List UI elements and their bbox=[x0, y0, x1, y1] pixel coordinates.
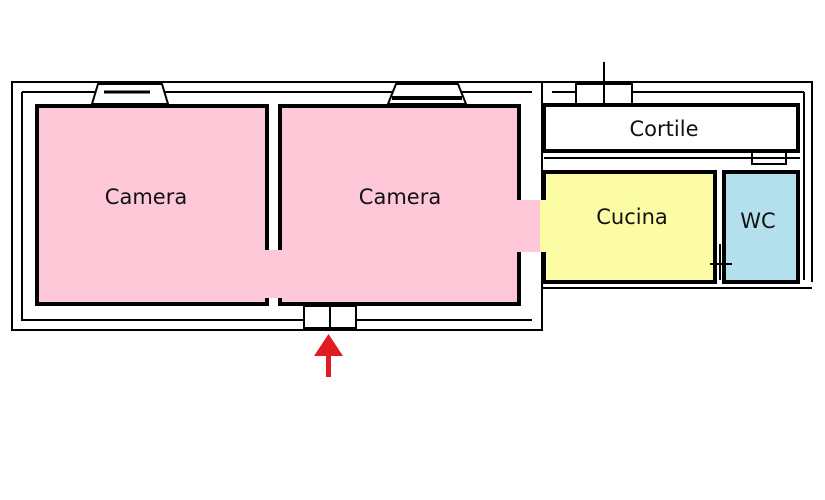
room-camera-2-area bbox=[278, 104, 521, 306]
room-wc: WC bbox=[722, 170, 800, 284]
door-wc bbox=[710, 244, 732, 280]
room-cortile-label: Cortile bbox=[630, 117, 699, 141]
room-wc-area bbox=[722, 170, 800, 284]
room-wc-label: WC bbox=[740, 209, 775, 233]
entrance-arrow bbox=[314, 334, 343, 377]
room-cortile: Cortile bbox=[542, 103, 800, 153]
room-camera-1-label: Camera bbox=[105, 185, 187, 209]
room-camera-1: Camera bbox=[35, 104, 279, 306]
entrance-door bbox=[303, 305, 357, 329]
room-camera-1-area bbox=[35, 104, 269, 306]
room-camera-2-label: Camera bbox=[359, 185, 441, 209]
window-top-middle bbox=[386, 83, 468, 105]
room-camera-2: Camera bbox=[278, 104, 542, 306]
room-cucina-area bbox=[542, 170, 717, 284]
room-cortile-area bbox=[542, 103, 800, 153]
service-corridor-walls bbox=[544, 152, 800, 165]
room-cucina: Cucina bbox=[540, 170, 717, 284]
window-top-left bbox=[90, 83, 170, 105]
room-cucina-label: Cucina bbox=[596, 205, 668, 229]
